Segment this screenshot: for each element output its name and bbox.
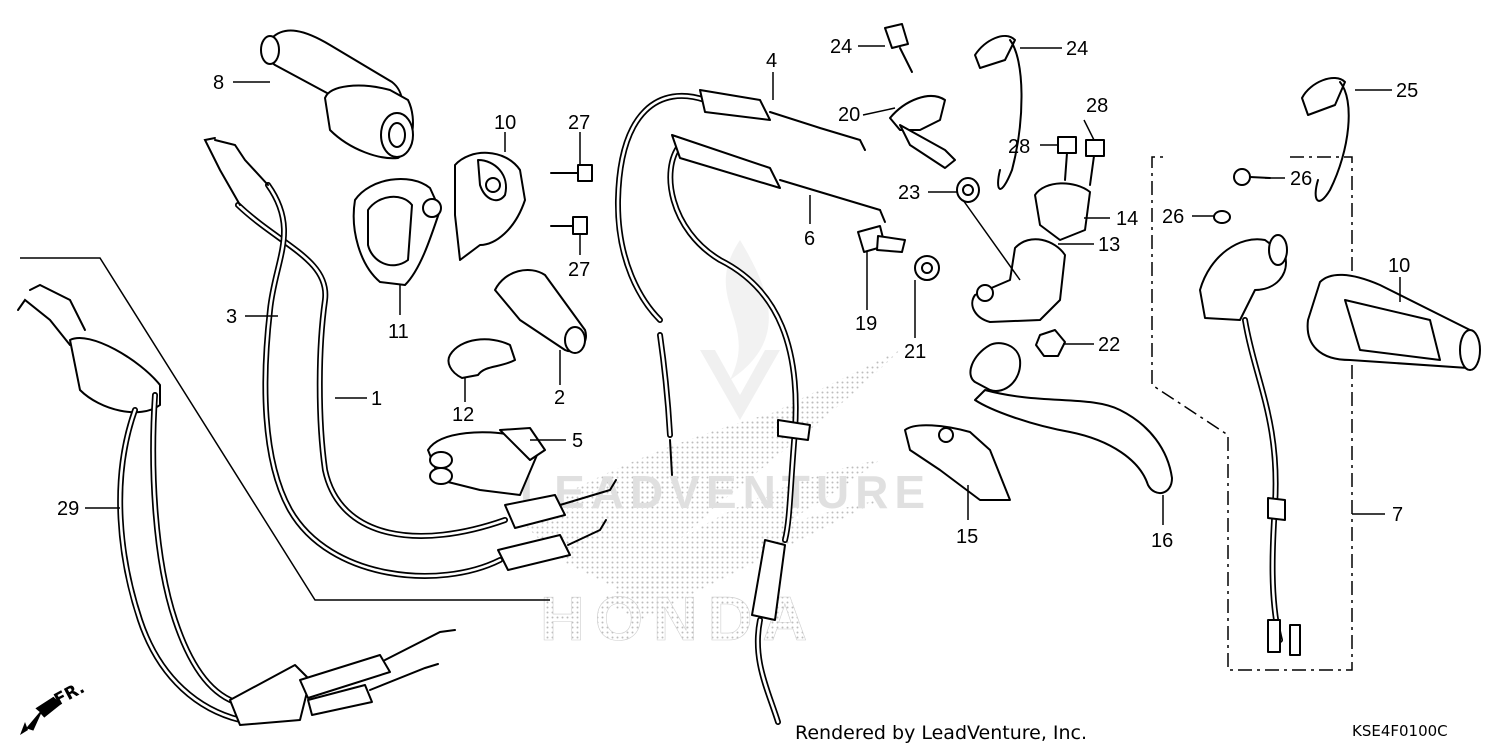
callout-5: 5	[572, 430, 583, 452]
leadventure-watermark-text: LEADVENTURE	[520, 466, 931, 518]
callout-21: 22	[1098, 334, 1120, 356]
leadventure-flame-watermark	[700, 240, 780, 420]
clamp-15	[1034, 182, 1091, 241]
callout-27-lower: 27	[568, 259, 590, 281]
callout-16: 15	[956, 526, 978, 548]
throttle-cable-3	[214, 139, 607, 579]
screw-25	[1233, 168, 1271, 186]
hot-start-lever-16	[904, 424, 1011, 501]
leader-lines	[85, 45, 1401, 525]
throttle-cable-assembly-29	[17, 283, 456, 726]
callout-20: 24	[830, 36, 852, 58]
callout-8: 8	[213, 72, 224, 94]
cable-boot	[494, 269, 587, 354]
diagram-code: KSE4F0100C	[1352, 722, 1448, 740]
callout-29: 29	[57, 498, 79, 520]
throttle-cable-1	[203, 137, 617, 539]
cable-guide	[447, 338, 516, 379]
bolt-20	[884, 23, 913, 73]
assembly-dash-box	[1151, 156, 1353, 671]
callout-numbers: 8 10 27 27 11 2 12 3 1 5 29 4 6 20 24 24…	[57, 36, 1418, 552]
callout-11: 10	[494, 112, 516, 134]
engine-stop-switch-7	[1199, 234, 1301, 656]
callout-27-upper: 27	[568, 112, 590, 134]
bolt-28a	[1057, 136, 1077, 181]
callout-15: 14	[1116, 208, 1138, 230]
render-credit: Rendered by LeadVenture, Inc.	[795, 722, 1087, 744]
clutch-lever-17	[969, 342, 1173, 494]
callout-24-upper: 24	[1066, 38, 1088, 60]
callout-13: 12	[452, 404, 474, 426]
cable-tie-24a	[974, 35, 1023, 190]
collar-23	[956, 177, 980, 203]
callout-17: 16	[1151, 530, 1173, 552]
left-grip	[1306, 273, 1481, 371]
screw-27-lower	[550, 216, 588, 235]
callout-25: 26	[1290, 168, 1312, 190]
front-direction-arrow-icon	[20, 696, 62, 735]
callout-1: 1	[371, 388, 382, 410]
callout-7: 7	[1392, 504, 1403, 526]
throttle-grip	[260, 29, 414, 160]
callout-18: 20	[838, 104, 860, 126]
cable-junction	[427, 427, 546, 496]
callout-10: 10	[1388, 255, 1410, 277]
adjuster-19	[857, 225, 906, 253]
assembly-bracket-left	[20, 257, 550, 601]
callout-26: 26	[1162, 206, 1184, 228]
bolt-28b	[1085, 139, 1105, 186]
callout-3: 3	[226, 306, 237, 328]
washer-26	[1213, 210, 1231, 224]
callout-23: 23	[898, 182, 920, 204]
lock-nut-22	[914, 255, 940, 281]
lever-bracket-18	[889, 95, 956, 169]
callout-19: 19	[855, 313, 877, 335]
callout-4: 4	[766, 50, 777, 72]
throttle-housing-upper	[454, 151, 526, 261]
cable-4	[614, 89, 866, 476]
throttle-housing-lower	[352, 177, 442, 286]
callout-14: 13	[1098, 234, 1120, 256]
callout-22: 21	[904, 341, 926, 363]
nut-21	[1035, 329, 1066, 357]
cable-6	[667, 134, 886, 725]
callout-24-right: 25	[1396, 80, 1418, 102]
lever-holder-14	[971, 238, 1066, 323]
callout-6: 6	[804, 228, 815, 250]
honda-wing-watermark	[520, 350, 900, 620]
callout-28-right: 28	[1086, 95, 1108, 117]
callout-12: 11	[388, 321, 409, 343]
screw-27-upper	[550, 164, 593, 182]
callout-2: 2	[554, 387, 565, 409]
cable-tie-24b	[1301, 77, 1350, 202]
callout-28-left: 28	[1008, 136, 1030, 158]
